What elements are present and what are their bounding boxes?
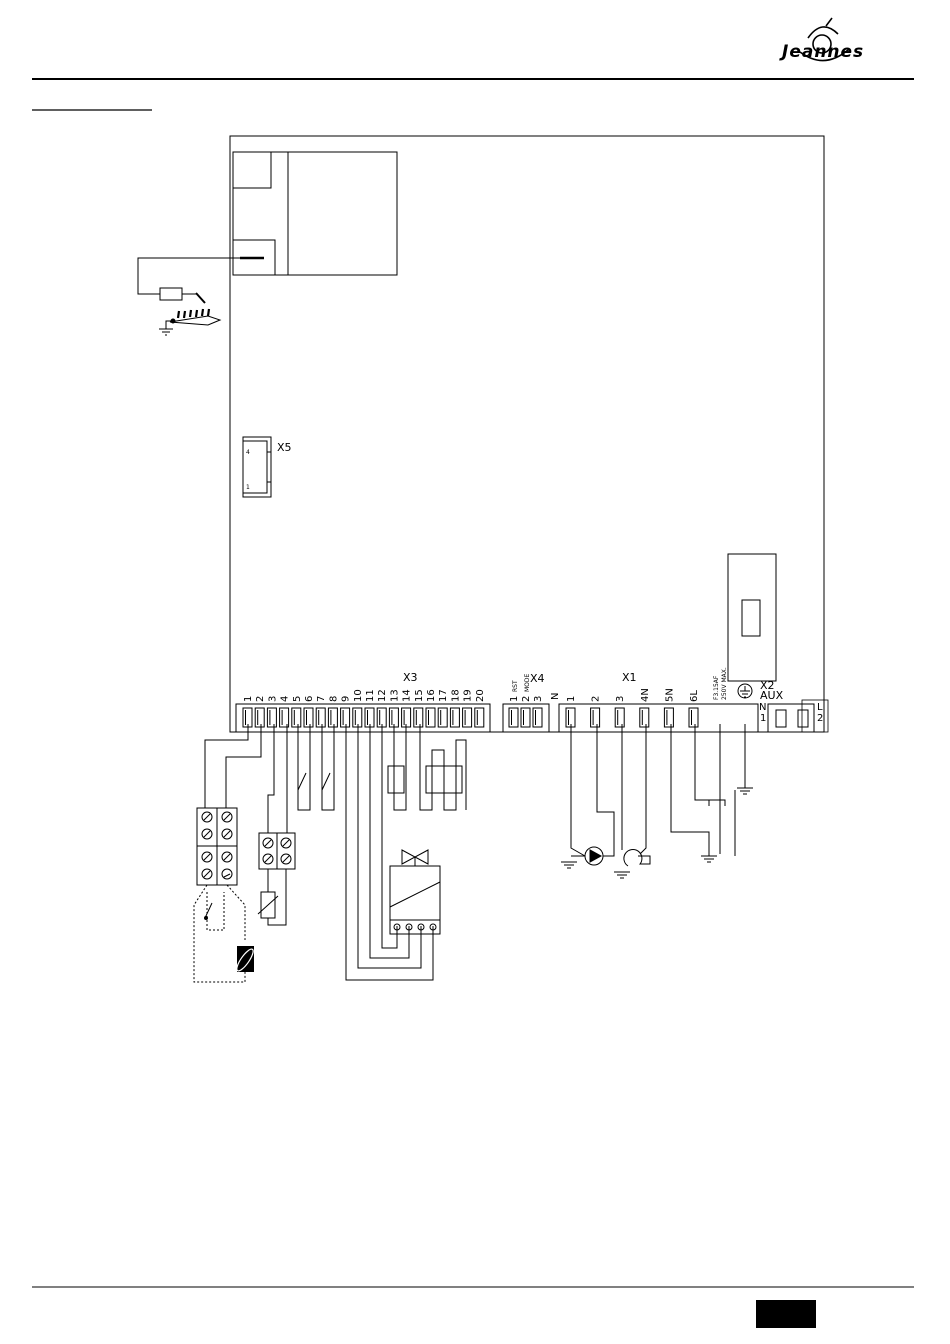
x3-pin-17 [438,708,447,727]
x1-pin-6 [689,708,698,727]
brand-wordmark: Jeannes [779,42,864,62]
x1-external-wiring [571,724,745,856]
x3-pin-label-17: 17 [438,689,449,702]
x3-pin-19 [463,708,472,727]
x1-pin-label-3: 3 [615,696,626,702]
x3-pin-3 [267,708,276,727]
x3-pin-18 [450,708,459,727]
x3-pin-label-7: 7 [316,696,327,702]
x5-pin-bottom: 1 [246,484,250,491]
x3-pin-2 [255,708,264,727]
x1-connector [559,704,758,732]
x4-pin-3 [533,708,542,727]
x1-pin-4 [640,708,649,727]
x1-pin-5 [664,708,673,727]
fuse-holder [728,554,776,681]
x2-pin-l: L [817,702,823,713]
ignition-resistor [160,288,182,300]
room-thermostat-icon [205,903,213,920]
control-board [230,136,824,732]
x3-pin-label-12: 12 [377,689,388,702]
x1-pin-2 [591,708,600,727]
fan-icon [624,849,650,866]
x3-pin-label-16: 16 [426,689,437,702]
x2-aux-label: AUX [760,689,784,702]
earth-symbol-icon [738,684,752,698]
ignition-module [233,152,397,275]
x3-pin-label-2: 2 [255,696,266,702]
x1-pin-label-4: 4N [640,688,651,702]
x1-label: X1 [622,671,637,684]
x3-pin-label-4: 4 [280,696,291,702]
x3-pin-20 [475,708,484,727]
x2-connector [768,704,814,732]
ground-symbol [159,329,173,335]
x4-pin-label-1: 1 [509,696,520,702]
fuse-rating: F3.15AF [713,675,720,700]
x3-pin-6 [304,708,313,727]
x1-pin-label-6: 6L [689,690,700,702]
x3-pin-label-19: 19 [463,689,474,702]
x3-pin-label-3: 3 [267,696,278,702]
x3-pin-label-18: 18 [450,689,461,702]
x2-pin-2: 2 [817,713,823,724]
x4-note-mode: MODE [524,673,531,692]
x3-pin-label-6: 6 [304,696,315,702]
valve-icon [402,850,428,866]
x5-label: X5 [277,441,292,454]
diverter-valve-body [390,866,440,920]
ignition-wire [138,258,262,294]
x3-pin-10 [353,708,362,727]
x4-note-rst: RST [512,680,519,692]
x3-pin-label-8: 8 [328,696,339,702]
fuse-voltage: 250V MAX. [721,667,728,700]
x3-pin-label-20: 20 [475,689,486,702]
x3-pin-label-14: 14 [402,689,413,702]
x3-pin-label-5: 5 [292,696,303,702]
x3-pin-label-13: 13 [389,689,400,702]
x3-pin-label-15: 15 [414,689,425,702]
x3-pin-label-11: 11 [365,689,376,702]
burner-icon [166,309,220,329]
x3-label: X3 [403,671,418,684]
x2-pin-array [776,710,808,727]
x4-label: X4 [530,672,545,685]
x3-pin-label-9: 9 [341,696,352,702]
outdoor-sensor-icon [234,946,255,973]
x1-pin-array: 1 2 3 4N 5N 6L [566,688,700,727]
x1-pin-label-1: 1 [566,696,577,702]
x1-pin-3 [615,708,624,727]
x2-pin-1: 1 [760,713,766,724]
x3-pin-5 [292,708,301,727]
x3-pin-9 [341,708,350,727]
x1-pin-label-5: 5N [664,688,675,702]
electrode-tip [196,293,205,303]
x2-pin-n: N [759,702,766,713]
x4-pin-label-3: 3 [533,696,544,702]
x3-pin-8 [328,708,337,727]
x3-external-wiring [197,724,466,980]
x3-pin-7 [316,708,325,727]
x4-pin-label-2: 2 [521,696,532,702]
x3-pin-16 [426,708,435,727]
load-resistor [388,766,404,793]
x3-pin-label-1: 1 [243,696,254,702]
brand-logo: Jeannes [779,18,864,62]
x5-pin-top: 4 [246,449,250,456]
x4-pin-2 [521,708,530,727]
x1-pin-label-2: 2 [591,696,602,702]
x3-pin-15 [414,708,423,727]
x1-n-label: N [550,693,561,700]
x3-pin-label-10: 10 [353,689,364,702]
x4-pin-1 [509,708,518,727]
page-marker [756,1300,816,1328]
